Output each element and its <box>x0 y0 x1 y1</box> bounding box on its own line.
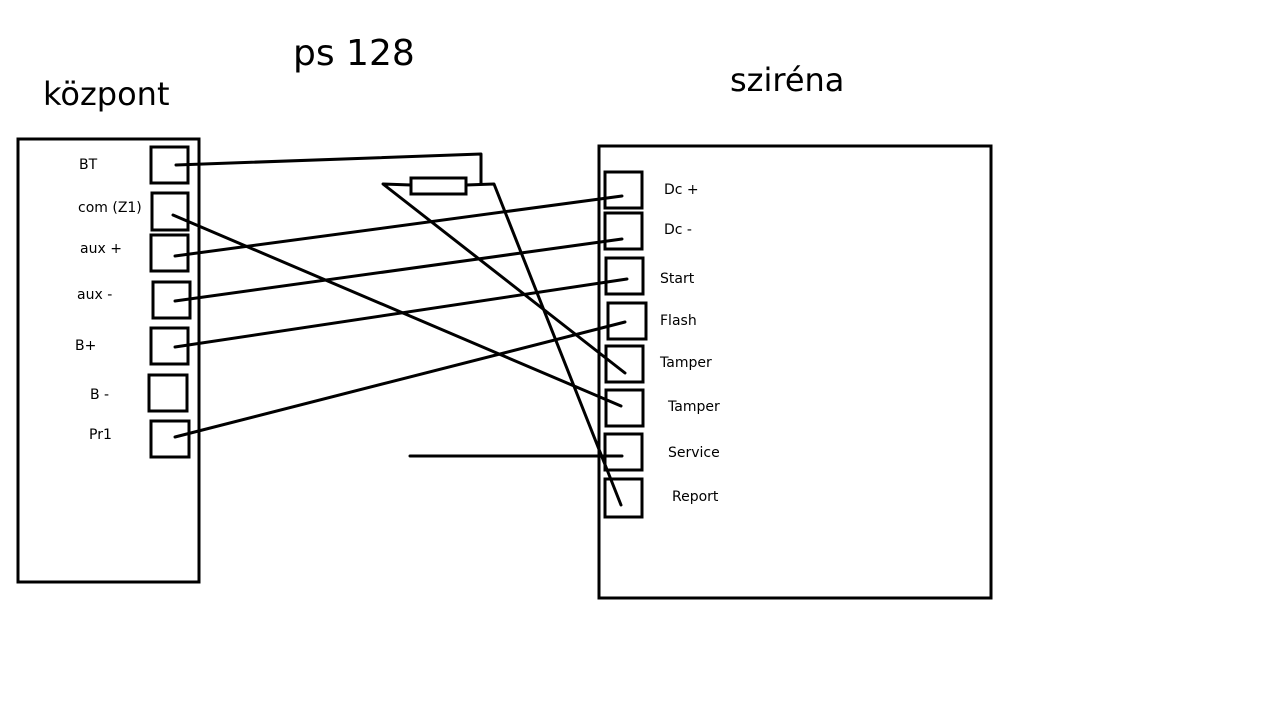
left-box <box>16 137 201 584</box>
left-terminal-b-minus <box>147 373 189 413</box>
right-terminal-service <box>603 432 644 472</box>
right-terminal-tamper-1 <box>604 344 645 384</box>
right-terminal-tamper-2 <box>604 388 645 428</box>
right-terminal-label: Dc - <box>664 222 692 238</box>
right-terminal-label: Tamper <box>660 355 712 371</box>
left-terminal-aux-plus <box>149 233 190 273</box>
wire-aux-plus-dc-plus <box>173 194 624 258</box>
right-terminal-report <box>603 477 644 519</box>
wire-bt-resistor <box>174 152 483 185</box>
wire-b-plus-start <box>173 277 629 349</box>
left-terminal-label: BT <box>79 157 98 173</box>
wire-com-tamper <box>171 213 623 408</box>
right-terminal-label: Flash <box>660 313 697 329</box>
left-terminal-label: B - <box>90 387 110 403</box>
diagram-title: ps 128 <box>293 33 415 74</box>
wire-pr1-flash <box>173 320 627 439</box>
right-terminal-start <box>604 256 645 296</box>
right-terminal-label: Dc + <box>664 182 699 198</box>
right-terminal-label: Tamper <box>668 399 720 415</box>
left-terminal-label: aux - <box>77 287 113 303</box>
right-terminal-flash <box>606 301 648 341</box>
left-terminal-pr1 <box>149 419 191 459</box>
right-terminal-dc-plus <box>603 170 644 210</box>
left-terminal-com <box>150 191 190 232</box>
right-box-heading: sziréna <box>730 61 845 99</box>
wire-resistor-report <box>464 182 623 507</box>
right-terminal-label: Service <box>668 445 720 461</box>
wire-aux-minus-dc-minus <box>173 237 624 303</box>
left-box-heading: központ <box>43 75 170 113</box>
left-terminal-label: aux + <box>80 241 122 257</box>
left-terminal-label: com (Z1) <box>78 200 142 216</box>
right-terminal-dc-minus <box>603 211 644 251</box>
left-terminal-label: Pr1 <box>89 427 112 443</box>
right-terminal-label: Report <box>672 489 719 505</box>
resistor <box>409 176 468 196</box>
right-terminal-label: Start <box>660 271 695 287</box>
right-box <box>597 144 993 600</box>
left-terminal-label: B+ <box>75 338 97 354</box>
